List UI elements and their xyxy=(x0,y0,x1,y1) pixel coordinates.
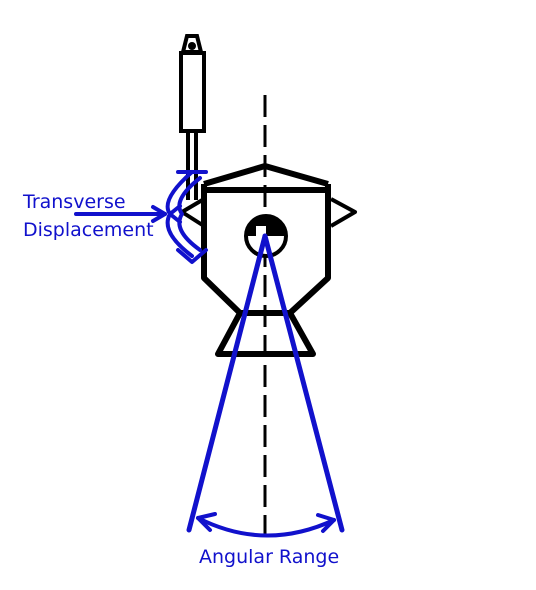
probe-tool xyxy=(179,34,206,200)
angular-range-label: Angular Range xyxy=(199,546,340,568)
transverse-label-line1: Transverse xyxy=(23,191,126,213)
transverse-displacement-arrow xyxy=(74,170,208,264)
field-of-view-cone xyxy=(186,233,345,533)
camera-head xyxy=(180,163,357,357)
transverse-label-line2: Displacement xyxy=(23,219,154,241)
angular-range-arrow xyxy=(196,512,336,538)
